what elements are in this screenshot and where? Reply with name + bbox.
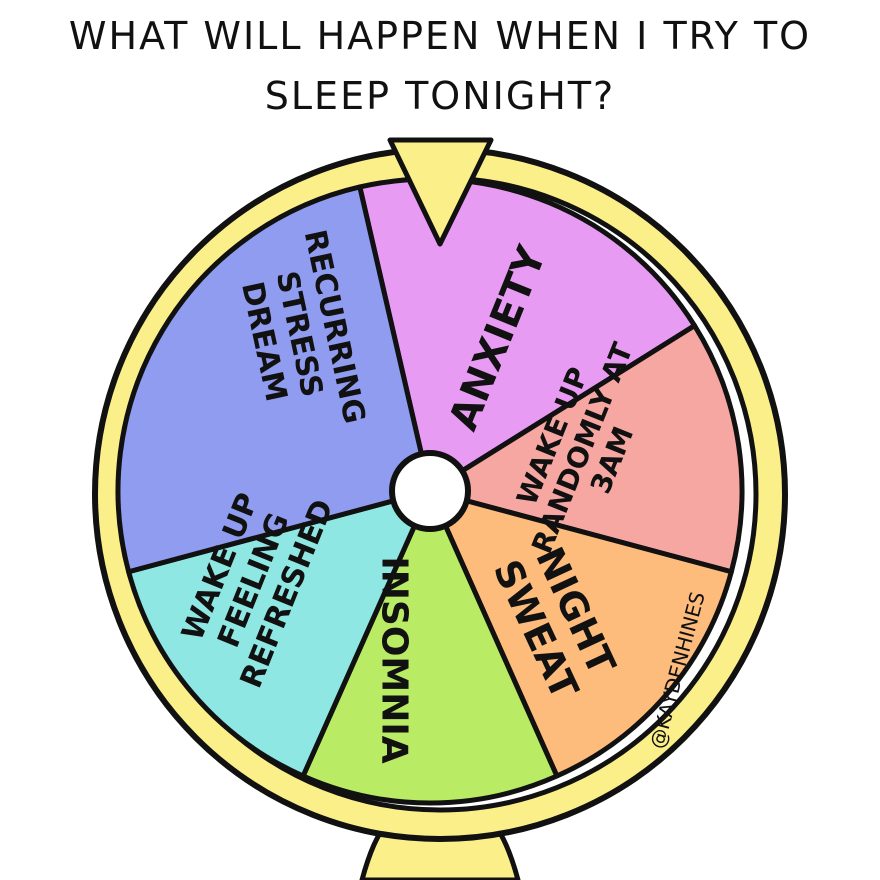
page-title: WHAT WILL HAPPEN WHEN I TRY TO SLEEP TON… <box>0 6 880 126</box>
wheel-segment-5 <box>126 488 433 779</box>
title-line-1: WHAT WILL HAPPEN WHEN I TRY TO <box>68 14 812 58</box>
wheel-segment-3 <box>427 488 734 779</box>
wheel-segment-1 <box>357 176 698 494</box>
wheel-segment-4 <box>300 488 560 806</box>
wheel-segments <box>115 176 745 806</box>
wheel-hub[interactable] <box>389 450 471 532</box>
wheel-pointer <box>387 137 494 247</box>
wheel-segment-label-line: INSOMNIA <box>373 556 414 763</box>
wheel-segment-6 <box>115 184 433 575</box>
title-line-2: SLEEP TONIGHT? <box>264 74 616 118</box>
wheel-segment-label-4: INSOMNIA <box>373 556 414 763</box>
